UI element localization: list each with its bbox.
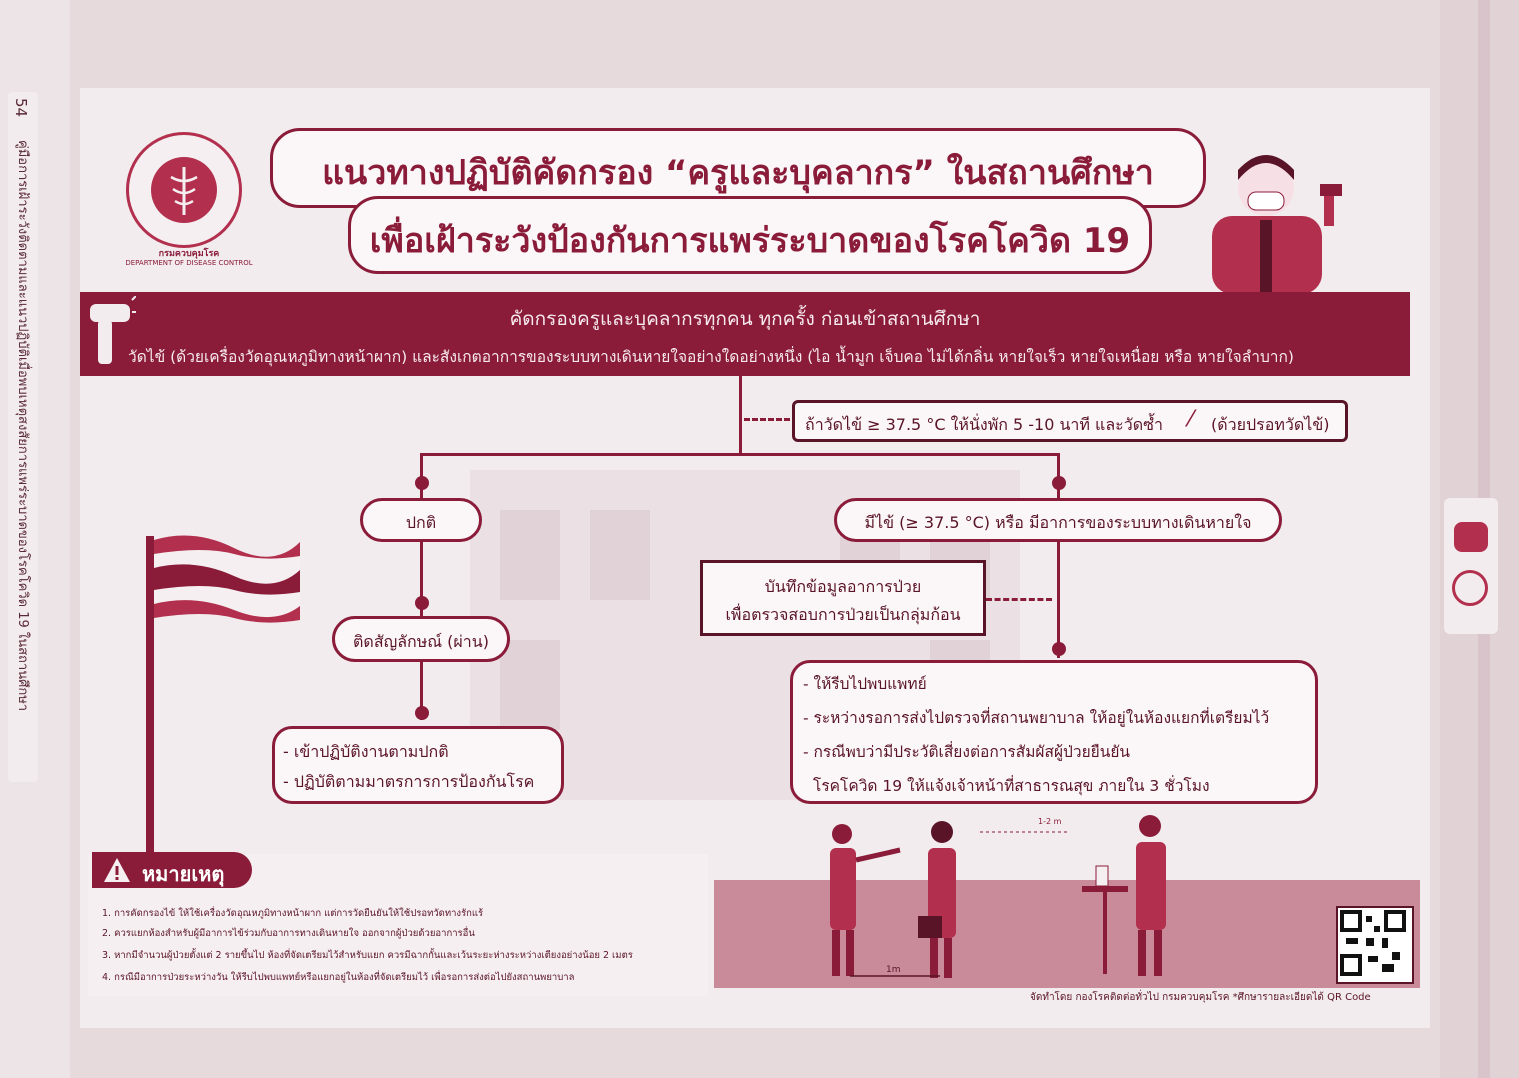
side-logos [1444,498,1498,634]
qr-code[interactable] [1336,906,1414,984]
flow-dot [415,476,429,490]
flow-dash [986,598,1052,601]
recheck-text: ถ้าวัดไข้ ≥ 37.5 °C ให้นั่งพัก 5 -10 นาท… [805,415,1163,434]
teacher-with-thermometer-icon [1212,155,1342,294]
note-item: 3. หากมีจำนวนผู้ป่วยตั้งแต่ 2 รายขึ้นไป … [102,950,633,961]
moph-logo [126,132,242,248]
fever-action-item: โรคโควิด 19 ให้แจ้งเจ้าหน้าที่สาธารณสุข … [813,777,1210,795]
flow-dot [1052,476,1066,490]
caduceus-icon [151,157,217,223]
page-subtitle: เพื่อเฝ้าระวังป้องกันการแพร่ระบาดของโรคโ… [369,221,1131,261]
distance-label: 1m [886,965,901,975]
fever-action-item: - กรณีพบว่ามีประวัติเสี่ยงต่อการสัมผัสผู… [803,743,1131,761]
normal-action-item: - เข้าปฏิบัติงานตามปกติ [283,742,449,761]
fever-node: มีไข้ (≥ 37.5 °C) หรือ มีอาการของระบบทาง… [834,498,1282,542]
flow-line [739,376,742,456]
notes-heading: หมายเหตุ [92,852,252,888]
distance-label: 1-2 m [1038,817,1062,826]
thai-flag-icon [154,535,300,623]
flow-line [1057,455,1060,525]
record-line: เพื่อตรวจสอบการป่วยเป็นกลุ่มก้อน [725,605,961,624]
notes-title: หมายเหตุ [142,862,225,886]
recheck-tail: (ด้วยปรอทวัดไข้) [1211,415,1330,434]
title-box-1: แนวทางปฏิบัติคัดกรอง “ครูและบุคลากร” ในส… [270,128,1206,208]
banner-detail: วัดไข้ (ด้วยเครื่องวัดอุณหภูมิทางหน้าผาก… [128,348,1294,366]
fever-actions-node: - ให้รีบไปพบแพทย์ - ระหว่างรอการส่งไปตรว… [790,660,1318,804]
note-item: 2. ควรแยกห้องสำหรับผู้มีอาการไข้ร่วมกับอ… [102,928,475,939]
flow-dot [415,596,429,610]
note-item: 4. กรณีมีอาการป่วยระหว่างวัน ให้รีบไปพบแ… [102,972,575,983]
note-item: 1. การคัดกรองไข้ ให้ใช้เครื่องวัดอุณหภูม… [102,908,484,919]
flow-line [420,453,1060,456]
page-number: 54 [12,98,30,118]
flow-line [1057,538,1060,658]
logo-caption: กรมควบคุมโรค DEPARTMENT OF DISEASE CONTR… [125,249,253,268]
recheck-box: ถ้าวัดไข้ ≥ 37.5 °C ให้นั่งพัก 5 -10 นาท… [792,400,1348,442]
normal-actions-node: - เข้าปฏิบัติงานตามปกติ - ปฏิบัติตามมาตร… [272,726,564,804]
flow-line [420,455,423,525]
screening-people-illustration: 1m 1-2 m [830,815,1166,978]
side-tab [8,92,38,782]
flow-dot [415,706,429,720]
fever-action-item: - ระหว่างรอการส่งไปตรวจที่สถานพยาบาล ให้… [803,709,1270,727]
thermometer-pencil-icon: ⁄ [1189,407,1193,432]
ministry-emblem-icon [1454,522,1488,552]
warning-icon [104,858,130,882]
record-box: บันทึกข้อมูลอาการป่วย เพื่อตรวจสอบการป่ว… [700,560,986,636]
footer-credit: จัดทำโดย กองโรคติดต่อทั่วไป กรมควบคุมโรค… [1030,992,1371,1003]
ddc-logo-icon [1452,570,1488,606]
screening-banner: คัดกรองครูและบุคลากรทุกคน ทุกครั้ง ก่อนเ… [80,292,1410,376]
record-line: บันทึกข้อมูลอาการป่วย [764,577,922,596]
flow-dot [1052,642,1066,656]
flag-pole [146,536,154,866]
normal-action-item: - ปฏิบัติตามมาตรการการป้องกันโรค [283,772,535,791]
sticker-node: ติดสัญลักษณ์ (ผ่าน) [332,616,510,662]
title-box-2: เพื่อเฝ้าระวังป้องกันการแพร่ระบาดของโรคโ… [348,196,1152,274]
forehead-thermometer-icon [90,296,136,364]
book-title: คู่มือการเฝ้าระวังติดตามและแนวปฏิบัติเมื… [15,140,30,712]
page-title: แนวทางปฏิบัติคัดกรอง “ครูและบุคลากร” ในส… [322,153,1154,193]
normal-node: ปกติ [360,498,482,542]
fever-action-item: - ให้รีบไปพบแพทย์ [803,675,927,693]
flow-dash [744,418,790,421]
banner-headline: คัดกรองครูและบุคลากรทุกคน ทุกครั้ง ก่อนเ… [509,308,981,330]
